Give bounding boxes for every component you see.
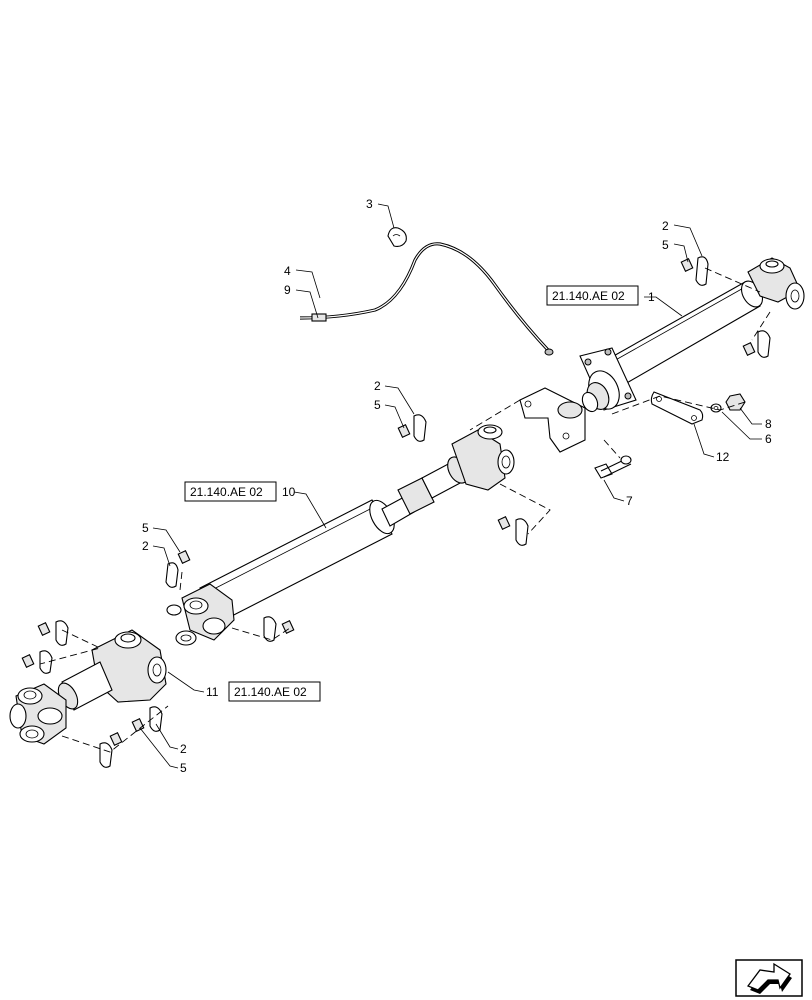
drive-shaft-1 (519, 257, 805, 453)
callout-6: 6 (765, 432, 772, 446)
strap-clamp-middle (165, 414, 529, 642)
callout-3: 3 (366, 197, 373, 211)
callout-5-upper-right: 5 (662, 238, 669, 252)
alignment-dashed-lines (39, 267, 771, 753)
reference-label-shaft-10[interactable]: 21.140.AE 02 (190, 485, 263, 499)
callout-9: 9 (284, 283, 291, 297)
callout-7: 7 (626, 494, 633, 508)
callout-11: 11 (206, 685, 219, 699)
callout-2-upper-right: 2 (662, 219, 669, 233)
reference-label-shaft-1[interactable]: 21.140.AE 02 (552, 289, 625, 303)
bolt-part-7 (594, 455, 632, 479)
callout-2-lower: 2 (180, 742, 187, 756)
strap-clamp-upper-right (680, 256, 771, 358)
reference-box-shaft-1[interactable]: 21.140.AE 02 (546, 285, 639, 306)
callout-10: 10 (282, 485, 296, 499)
reference-box-shaft-10[interactable]: 21.140.AE 02 (184, 481, 277, 502)
next-page-arrow-icon[interactable] (735, 959, 803, 997)
callout-2-middle: 2 (374, 379, 381, 393)
reference-label-shaft-11[interactable]: 21.140.AE 02 (234, 685, 307, 699)
drive-shaft-10 (166, 424, 515, 646)
leader-lines (139, 203, 762, 769)
callout-1: 1 (648, 290, 655, 304)
callout-4: 4 (284, 264, 291, 278)
callout-5-middle: 5 (374, 398, 381, 412)
hose-assembly (299, 242, 554, 356)
callout-labels: 3 4 9 2 5 1 2 5 8 6 12 7 10 5 2 11 2 5 (142, 197, 772, 775)
support-bracket-part-12 (650, 391, 704, 425)
callout-8: 8 (765, 417, 772, 431)
reference-box-shaft-11[interactable]: 21.140.AE 02 (228, 681, 321, 702)
drive-shaft-11 (9, 629, 167, 745)
nut-part-8 (725, 393, 746, 411)
callout-12: 12 (716, 450, 730, 464)
callout-2-left: 2 (142, 539, 149, 553)
callout-5-lower: 5 (180, 761, 187, 775)
callout-5-left: 5 (142, 521, 149, 535)
hose-clamp-part-3 (387, 227, 407, 247)
